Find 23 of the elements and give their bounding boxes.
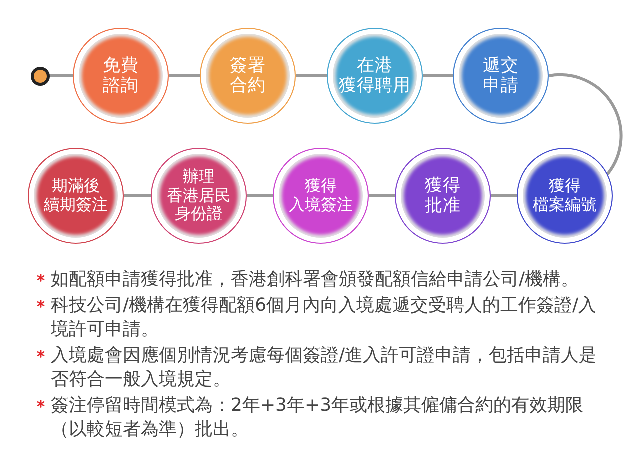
step-label: 遞交申請 [483,56,519,96]
connector-line [124,194,151,198]
step-label: 獲得批准 [425,176,461,216]
connector-line [169,74,200,78]
connector-line [491,194,517,198]
connector-line [423,74,453,78]
connector-line [296,74,327,78]
connector-line [548,74,623,176]
connector-line [50,74,73,78]
step-label: 在港獲得聘用 [339,56,411,96]
note-text: 簽注停留時間模式為：2年+3年+3年或根據其僱傭合約的有效期限（以較短者為準）批出。 [51,394,585,442]
step-label: 期滿後續期簽注 [44,177,108,215]
note-text: 如配額申請獲得批准，香港創科署會頒發配額信給申請公司/機構。 [51,268,580,292]
start-marker [30,66,50,86]
step-label: 獲得檔案編號 [533,177,597,215]
step-label: 獲得入境簽注 [289,177,353,215]
step-label: 簽署合約 [230,56,266,96]
step-label: 辦理香港居民身份證 [167,168,231,224]
step-label: 免費諮詢 [103,56,139,96]
note-text: 科技公司/機構在獲得配額6個月內向入境處遞交受聘人的工作簽證/入境許可申請。 [51,294,598,342]
note-text: 入境處會因應個別情況考慮每個簽證/進入許可證申請，包括申請人是否符合一般入境規定。 [51,344,598,392]
connector-line [247,194,273,198]
connector-line [369,194,395,198]
